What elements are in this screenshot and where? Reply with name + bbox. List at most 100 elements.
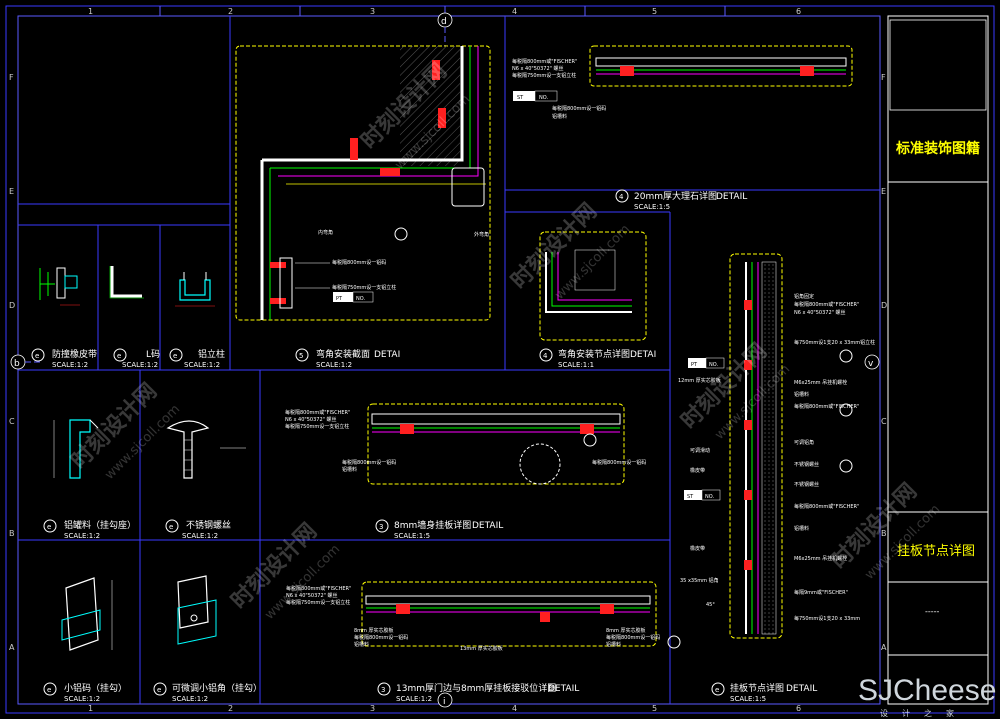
hang-note-bolt2: M6x25mm 吊挂机螺栓: [794, 555, 847, 562]
grid-row-e: E: [9, 187, 14, 196]
axis-marker-right: v: [864, 354, 880, 370]
tag-pt-a: PT: [336, 296, 343, 302]
panel-title-small-code: e 小铝码（挂勾） SCALE:1:2: [43, 682, 127, 703]
svg-text:SCALE:1:2: SCALE:1:2: [52, 361, 88, 369]
svg-text:e: e: [715, 686, 719, 694]
hang-note-fischer-a3: 每税隔800mm或"FISCHER": [794, 503, 859, 510]
svg-text:3: 3: [381, 686, 385, 694]
panel-title-alpost: e 铝立柱 SCALE:1:2: [169, 348, 225, 369]
panel-title-hang: e 挂板节点详图 DETAIL SCALE:1:5: [711, 682, 817, 703]
door-note-fischer-c: 每税隔750mm设一支铝立柱: [286, 599, 350, 606]
door-note-board13: 13mm 厚实芯胶板: [460, 645, 503, 652]
board8-note-right-al800: 每税隔800mm设一铝码: [592, 459, 646, 466]
door-note-al800-left: 每税隔800mm设一铝码: [354, 634, 408, 641]
panel-dividers: [18, 16, 880, 704]
svg-text:3: 3: [379, 523, 383, 531]
svg-text:e: e: [157, 686, 161, 694]
label-inner-corner: 内弯角: [318, 229, 333, 236]
steel-screw-drawing: [166, 420, 246, 479]
hang-note-stainless: 不锈钢螺丝: [794, 461, 819, 468]
hang-note-fischer-a: 每税隔800mm或"FISCHER": [794, 301, 859, 308]
marble-note-fischer-a: 每税隔800mm或"FISCHER": [512, 58, 577, 65]
hang-note-fischer9: 每隔9mm或"FISCHER": [794, 589, 848, 596]
hang-tag-no: NO.: [709, 362, 718, 368]
door-note-board8-right: 8mm 厚实芯胶板: [606, 627, 646, 634]
hang-note-rubber: 橡皮带: [690, 467, 705, 474]
axis-marker-top: d: [437, 12, 453, 28]
svg-text:e: e: [169, 523, 173, 531]
grid-row-b-right: B: [881, 529, 887, 538]
panel-title-lcode: e L码 SCALE:1:2: [113, 348, 160, 369]
tag-no-st: NO.: [539, 95, 548, 101]
svg-text:e: e: [35, 352, 39, 360]
svg-text:SCALE:1:5: SCALE:1:5: [634, 203, 670, 211]
grid-col-4-bottom: 4: [512, 704, 517, 713]
callout-circles: [583, 349, 853, 649]
panel-title-hook: e 铝罐料（挂勾座） SCALE:1:2: [43, 519, 136, 540]
panel-title-steel: e 不锈钢螺丝 SCALE:1:2: [165, 519, 231, 540]
hang-note-fischer-a2: 每税隔800mm或"FISCHER": [794, 403, 859, 410]
hang-note-material: 铝槽料: [794, 391, 809, 398]
svg-text:e: e: [117, 352, 121, 360]
marble-detail-drawing: 每税隔800mm或"FISCHER" N6 x 40"50372" 螺丝 每税隔…: [512, 45, 853, 120]
svg-text:SCALE:1:2: SCALE:1:2: [64, 532, 100, 540]
svg-text:4: 4: [619, 193, 624, 201]
svg-text:DETAIL: DETAIL: [716, 192, 747, 202]
title-block: 标准装饰图籍 挂板节点详图 -----: [887, 15, 989, 705]
adjustable-code-drawing: [177, 575, 217, 645]
axis-marker-left: b: [10, 354, 26, 370]
door-note-fischer-a: 每税隔800mm或"FISCHER": [286, 585, 351, 592]
board8-note-al800: 每税隔800mm设一铝码: [342, 459, 396, 466]
hang-note-adj: 可调铝角: [794, 439, 814, 446]
board8-note-material: 铝槽料: [342, 466, 357, 473]
marble-note-al800: 每税隔800mm设一铝码: [552, 105, 606, 112]
svg-text:4: 4: [543, 352, 548, 360]
hang-note-fischer-b: N6 x 40"50372" 螺丝: [794, 309, 846, 316]
grid-columns-bottom: 1 2 3 4 5 6: [88, 704, 801, 713]
hang-note-stainless2: 不锈钢螺丝: [794, 481, 819, 488]
grid-row-a: A: [9, 643, 15, 652]
hang-note-fix750: 每750mm设1支20 x 33mm: [794, 615, 860, 622]
svg-text:SCALE:1:2: SCALE:1:2: [64, 695, 100, 703]
board8-note-fischer-c: 每税隔750mm设一支铝立柱: [285, 423, 349, 430]
grid-row-a-right: A: [881, 643, 887, 652]
grid-col-6-bottom: 6: [796, 704, 801, 713]
rubber-bumper-drawing: [39, 267, 80, 306]
svg-text:SCALE:1:2: SCALE:1:2: [316, 361, 352, 369]
svg-text:DETAIL: DETAIL: [472, 521, 503, 531]
tag-no-a: NO.: [356, 296, 365, 302]
hang-tag-st: ST: [687, 494, 694, 500]
grid-col-5-bottom: 5: [652, 704, 657, 713]
grid-rows-right: F E D C B A: [881, 73, 887, 652]
marble-note-fischer-b: N6 x 40"50372" 螺丝: [512, 65, 564, 72]
door-note-fischer-b: N6 x 40"50372" 螺丝: [286, 592, 338, 599]
marble-note-fischer-c: 每税隔750mm设一支铝立柱: [512, 72, 576, 79]
panel-title-adj-code: e 可微调小铝角（挂勾） SCALE:1:2: [153, 682, 262, 703]
svg-text:弯角安装节点详图: 弯角安装节点详图: [558, 348, 630, 360]
svg-text:13mm厚门边与8mm厚挂板接驳位详图: 13mm厚门边与8mm厚挂板接驳位详图: [396, 682, 556, 694]
svg-text:DETAIL: DETAIL: [786, 684, 817, 694]
svg-text:防撞橡皮带: 防撞橡皮带: [52, 348, 97, 360]
hook-base-drawing: [53, 419, 99, 479]
svg-text:挂板节点详图: 挂板节点详图: [730, 682, 784, 694]
svg-text:小铝码（挂勾）: 小铝码（挂勾）: [64, 682, 127, 694]
l-code-drawing: [109, 266, 144, 299]
hang-note-dim45: 45°: [706, 602, 715, 608]
grid-row-b: B: [9, 529, 15, 538]
svg-text:e: e: [47, 686, 51, 694]
panel-title-corner-node: 4 弯角安装节点详图 DETAI SCALE:1:1: [539, 348, 656, 369]
corner-node-drawing: [539, 231, 647, 341]
svg-text:b: b: [14, 359, 20, 369]
svg-text:i: i: [443, 697, 446, 707]
svg-text:e: e: [173, 352, 177, 360]
hang-tag-no2: NO.: [705, 494, 714, 500]
axis-marker-bottom: i: [437, 692, 453, 708]
label-al-every750-a: 每税隔750mm设一支铝立柱: [332, 284, 396, 291]
hang-note-adj-small: 可调滑动: [690, 447, 710, 454]
hang-tag-pt: PT: [691, 362, 698, 368]
svg-text:SCALE:1:5: SCALE:1:5: [730, 695, 766, 703]
door-edge-13mm-drawing: 每税隔800mm或"FISCHER" N6 x 40"50372" 螺丝 每税隔…: [286, 581, 660, 652]
corner-section-drawing: 内弯角 外弯角 每税隔800mm设一铝码 每税隔750mm设一支铝立柱 PT N…: [235, 45, 491, 321]
hang-note-material2: 铝槽料: [794, 525, 809, 532]
